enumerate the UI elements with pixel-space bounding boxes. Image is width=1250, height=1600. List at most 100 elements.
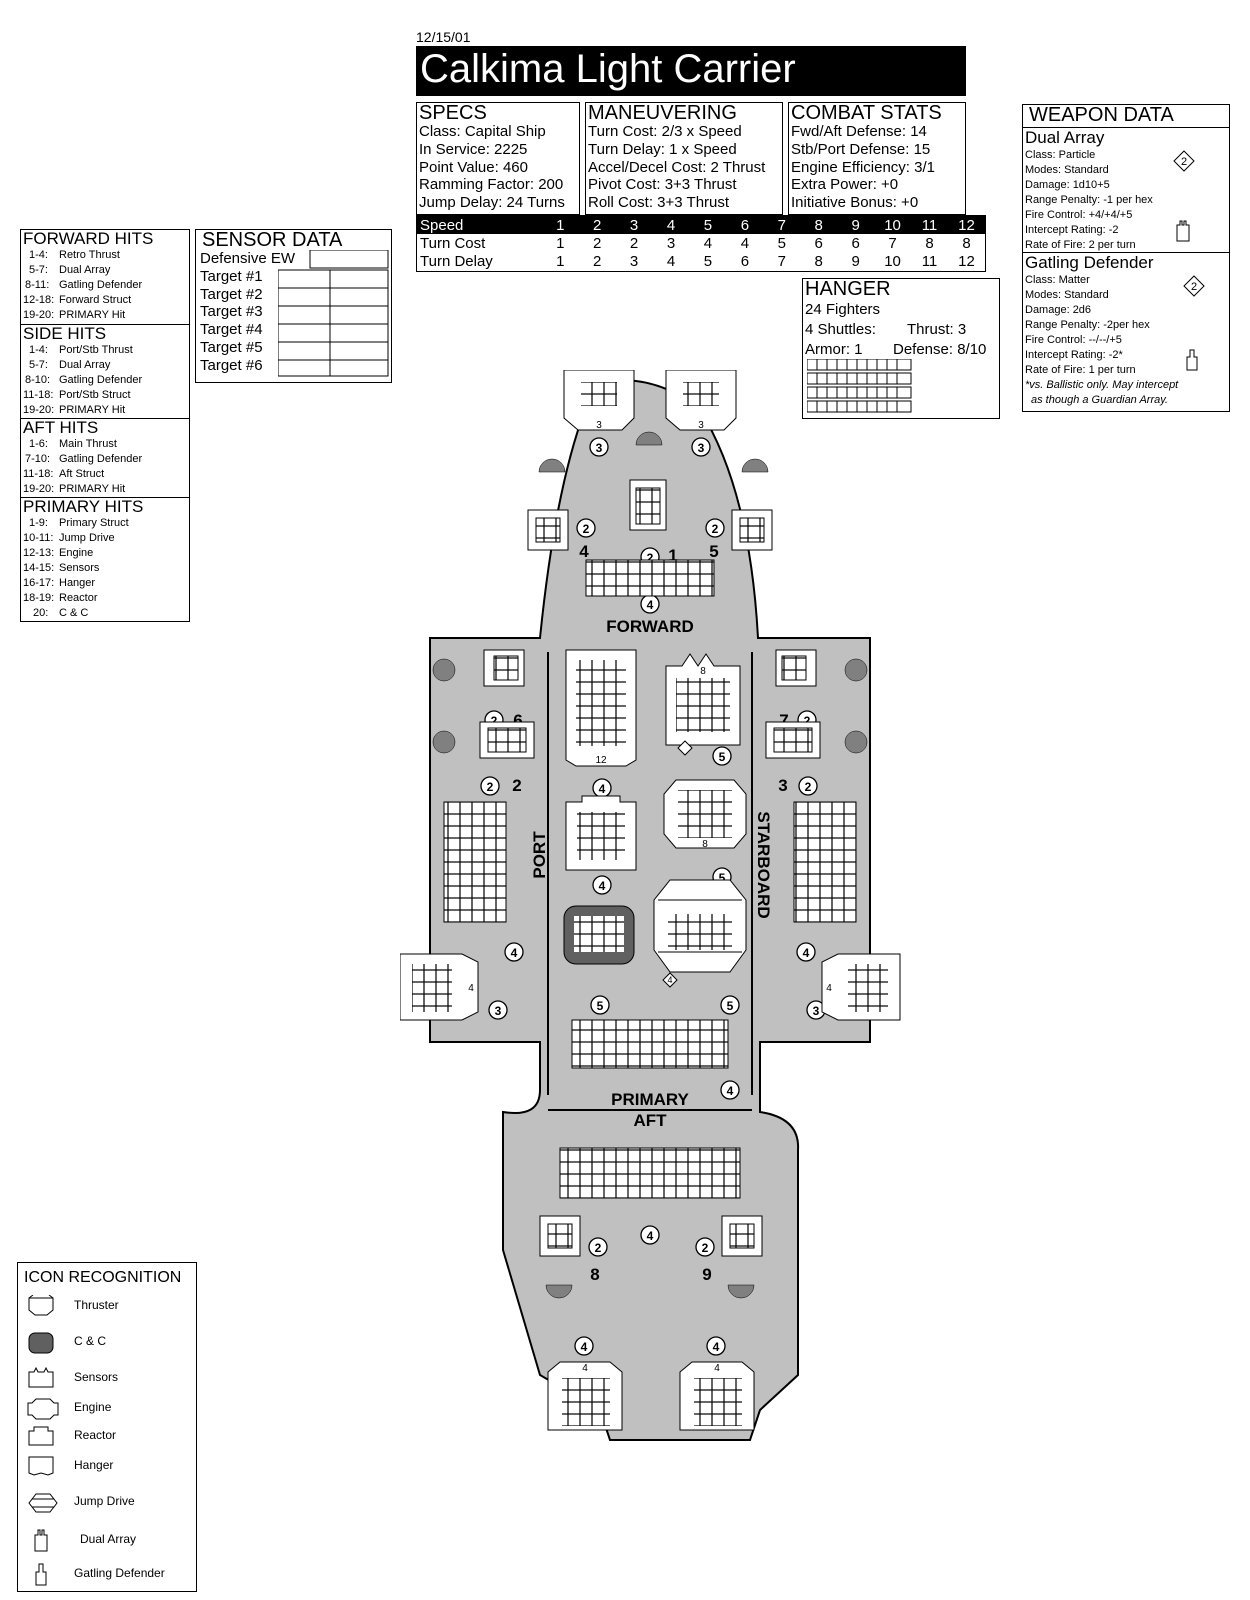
- sensor-target: Target #5: [200, 338, 263, 356]
- primary-structure: [571, 1019, 729, 1069]
- armor-value: 4: [511, 946, 518, 960]
- hit-range: 1-9:: [29, 517, 48, 529]
- turn-cost-cell: 6: [814, 234, 823, 252]
- combat-line: Fwd/Aft Defense: 14: [791, 123, 927, 140]
- hanger-count: 12: [595, 755, 607, 766]
- turn-delay-cell: 12: [958, 252, 975, 270]
- shuttle-boxes: [807, 359, 912, 413]
- legend-engine: Engine: [18, 1395, 196, 1425]
- turn-cost-cell: 2: [629, 234, 639, 252]
- combat-stats-panel: COMBAT STATS Fwd/Aft Defense: 14 Stb/Por…: [788, 102, 966, 215]
- hit-row: 5-7:Dual Array: [21, 358, 189, 373]
- icon-recognition-panel: ICON RECOGNITION Thruster C & C Sensors …: [17, 1262, 197, 1592]
- legend-label: Dual Array: [80, 1532, 137, 1546]
- turn-cost-cell: 5: [777, 234, 786, 252]
- hit-system: Hanger: [59, 577, 96, 589]
- thruster-rating: 4: [826, 983, 832, 994]
- maneuver-line: Turn Delay: 1 x Speed: [588, 140, 737, 158]
- weapon-line: Damage: 2d6: [1025, 304, 1092, 316]
- armor-value: 2: [702, 1241, 709, 1255]
- spec-line: Jump Delay: 24 Turns: [419, 194, 565, 212]
- hit-range: 1-6:: [29, 438, 48, 450]
- weapon-line: Damage: 1d10+5: [1025, 179, 1110, 191]
- thruster-rating: 4: [582, 1363, 588, 1374]
- legend-label: Thruster: [74, 1298, 119, 1312]
- hit-range: 11-18:: [23, 468, 54, 480]
- sensor-grid: [278, 250, 389, 377]
- dual-array-icon: [1176, 220, 1190, 242]
- armor-value: 3: [813, 1004, 820, 1018]
- hit-system: Jump Drive: [59, 532, 115, 544]
- hit-range: 10-11:: [23, 532, 54, 544]
- thruster-rating: 4: [714, 1363, 720, 1374]
- hit-row: 1-4:Port/Stb Thrust: [21, 343, 189, 358]
- reactor-system: [565, 795, 637, 871]
- maneuver-line: Accel/Decel Cost: 2 Thrust: [588, 158, 766, 176]
- hit-system: Main Thrust: [59, 438, 117, 450]
- legend-label: C & C: [74, 1334, 107, 1348]
- hanger-shuttle-row: 4 Shuttles: Thrust: 3: [803, 321, 999, 341]
- speed-cell: 5: [689, 216, 727, 234]
- thruster-icon: [28, 1295, 54, 1316]
- armor-value: 4: [599, 782, 606, 796]
- speed-cell: 2: [578, 216, 616, 234]
- side-hits-header: SIDE HITS: [23, 324, 107, 343]
- jump-drive-system: [653, 879, 747, 973]
- turn-delay-cell: 9: [851, 252, 860, 270]
- sensor-ew-label: Defensive EW: [200, 250, 296, 267]
- armor-value: 3: [495, 1004, 502, 1018]
- weapon-number: 5: [709, 542, 718, 561]
- jump-drive-icon: [28, 1493, 58, 1513]
- armor-value: 5: [597, 999, 604, 1013]
- hit-row: 14-15:Sensors: [21, 561, 189, 576]
- cc-icon: [28, 1332, 54, 1354]
- armor-value: 4: [647, 1229, 654, 1243]
- weapon-number: 4: [579, 542, 589, 561]
- primary-hits-header: PRIMARY HITS: [23, 497, 144, 516]
- hit-row: 18-19:Reactor: [21, 591, 189, 606]
- legend-label: Jump Drive: [74, 1494, 135, 1508]
- legend-reactor: Reactor: [18, 1423, 196, 1453]
- combat-stats-header: COMBAT STATS: [791, 102, 942, 124]
- hit-range: 8-11:: [25, 279, 50, 291]
- hanger-armor: Armor: 1: [805, 341, 863, 358]
- ship-hull: [429, 378, 871, 1441]
- sensor-data-panel: SENSOR DATA Defensive EW Target #1 Targe…: [195, 229, 392, 383]
- armor-value: 3: [596, 441, 603, 455]
- svg-text:2: 2: [1191, 281, 1197, 293]
- hit-system: Gatling Defender: [59, 453, 143, 465]
- hit-row: 10-11: Jump Drive: [21, 531, 189, 546]
- hit-row: 1-4:Retro Thrust: [21, 248, 189, 263]
- hit-range: 12-18:: [23, 294, 55, 306]
- hit-system: Gatling Defender: [59, 279, 143, 291]
- hit-system: Forward Struct: [59, 294, 132, 306]
- section-aft-label: AFT: [633, 1111, 667, 1130]
- hit-range: 5-7:: [29, 264, 48, 276]
- forward-thruster-right: 3: [665, 370, 737, 431]
- hit-system: Port/Stb Struct: [59, 389, 131, 401]
- weapon-line: Intercept Rating: -2*: [1025, 349, 1123, 361]
- speed-cell: 12: [947, 216, 985, 234]
- gatling-defender-section: Gatling Defender Class: Matter Modes: St…: [1023, 253, 1229, 408]
- section-port-label: PORT: [530, 831, 549, 879]
- turn-cost-cell: 2: [593, 234, 602, 252]
- combat-line: Initiative Bonus: +0: [791, 194, 919, 212]
- turn-cost-cell: 4: [703, 234, 713, 252]
- legend-label: Sensors: [74, 1370, 119, 1384]
- turn-cost-label: Turn Cost: [420, 234, 486, 252]
- dual-array-mounts: [479, 479, 821, 1257]
- speed-cell: 10: [874, 216, 912, 234]
- maneuver-line: Pivot Cost: 3+3 Thrust: [588, 176, 737, 194]
- turn-cost-cell: 8: [925, 234, 934, 252]
- turn-delay-cell: 3: [629, 252, 639, 270]
- sensors-system: 8: [665, 653, 741, 746]
- turn-delay-cell: 11: [921, 252, 938, 270]
- maneuvering-header: MANEUVERING: [588, 102, 737, 124]
- weapon-line: Rate of Fire: 1 per turn: [1025, 364, 1136, 376]
- hit-row: 12-13:Engine: [21, 546, 189, 561]
- aft-structure: [559, 1147, 741, 1199]
- legend-label: Reactor: [74, 1428, 117, 1442]
- armor-value: 4: [581, 1340, 588, 1354]
